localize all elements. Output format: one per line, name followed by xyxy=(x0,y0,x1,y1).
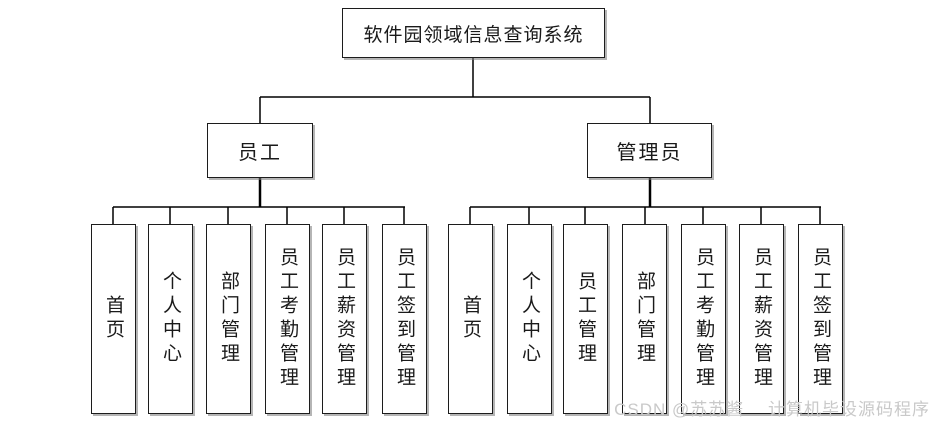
leaf-label: 员工签到管理 xyxy=(394,247,415,391)
leaf-node-admin-department-mgmt: 部门管理 xyxy=(622,224,667,414)
leaf-label: 员工管理 xyxy=(575,271,596,367)
leaf-node-admin-attendance-mgmt: 员工考勤管理 xyxy=(681,224,726,414)
leaf-label: 员工薪资管理 xyxy=(334,247,355,391)
leaf-node-admin-salary-mgmt: 员工薪资管理 xyxy=(739,224,784,414)
leaf-node-admin-employee-mgmt: 员工管理 xyxy=(563,224,608,414)
leaf-node-employee-personal-center: 个人中心 xyxy=(148,224,193,414)
branch-node-admin: 管理员 xyxy=(587,123,712,178)
leaf-label: 员工考勤管理 xyxy=(693,247,714,391)
leaf-label: 个人中心 xyxy=(160,271,181,367)
leaf-node-employee-attendance-mgmt: 员工考勤管理 xyxy=(265,224,310,414)
leaf-node-employee-department-mgmt: 部门管理 xyxy=(206,224,251,414)
leaf-node-admin-personal-center: 个人中心 xyxy=(507,224,552,414)
leaf-label: 部门管理 xyxy=(218,271,239,367)
branch-node-employee-label: 员工 xyxy=(238,142,282,164)
branch-node-admin-label: 管理员 xyxy=(616,142,683,164)
root-node-label: 软件园领域信息查询系统 xyxy=(363,24,584,46)
leaf-label: 员工签到管理 xyxy=(810,247,831,391)
leaf-node-employee-home: 首页 xyxy=(91,224,136,414)
leaf-label: 员工薪资管理 xyxy=(751,247,772,391)
leaf-label: 首页 xyxy=(460,295,481,343)
leaf-node-employee-salary-mgmt: 员工薪资管理 xyxy=(322,224,367,414)
leaf-node-employee-checkin-mgmt: 员工签到管理 xyxy=(382,224,427,414)
branch-node-employee: 员工 xyxy=(207,123,313,178)
leaf-label: 员工考勤管理 xyxy=(277,247,298,391)
leaf-label: 部门管理 xyxy=(634,271,655,367)
leaf-label: 个人中心 xyxy=(519,271,540,367)
leaf-label: 首页 xyxy=(103,295,124,343)
root-node-system-title: 软件园领域信息查询系统 xyxy=(342,8,605,58)
leaf-node-admin-checkin-mgmt: 员工签到管理 xyxy=(798,224,843,414)
leaf-node-admin-home: 首页 xyxy=(448,224,493,414)
